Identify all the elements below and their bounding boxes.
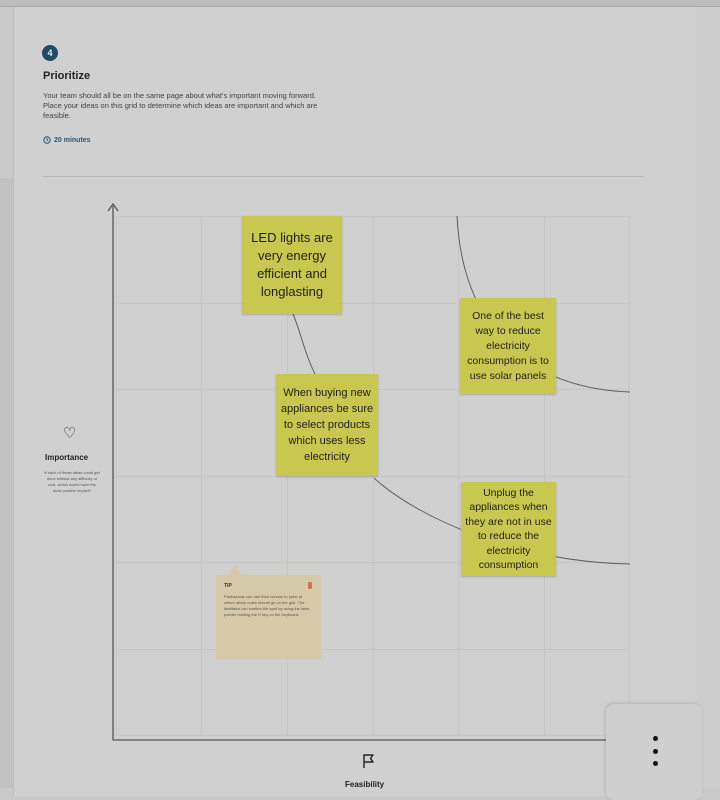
timer-label: 20 minutes (54, 136, 91, 144)
tip-pointer (229, 564, 241, 575)
sticky-note-new-appliances[interactable]: When buying new appliances be sure to se… (276, 374, 378, 476)
left-strip (0, 178, 13, 788)
tip-card: TIP Participants can use their cursors t… (216, 575, 321, 659)
step-number-badge: 4 (42, 45, 58, 61)
heart-icon: ♡ (63, 425, 77, 442)
tip-title: TIP (224, 583, 232, 589)
importance-description: If each of these ideas could get done wi… (44, 470, 100, 493)
sticky-note-text: When buying new appliances be sure to se… (280, 387, 374, 463)
menu-dot (652, 761, 658, 766)
menu-dot (652, 748, 658, 754)
sticky-note-text: Unplug the appliances when they are not … (465, 486, 552, 572)
importance-label: Importance (45, 453, 89, 462)
menu-dot (652, 736, 658, 741)
more-vertical-icon[interactable] (646, 736, 664, 766)
top-bar (0, 0, 720, 7)
grid-line (116, 735, 630, 736)
sticky-note-solar-panels[interactable]: One of the best way to reduce electricit… (460, 298, 556, 394)
sticky-note-led-lights[interactable]: LED lights are very energy efficient and… (242, 216, 342, 314)
sticky-note-text: One of the best way to reduce electricit… (467, 309, 549, 382)
section-divider (43, 176, 644, 177)
grid-line (116, 476, 630, 477)
tip-flag-icon (308, 582, 312, 589)
sticky-note-unplug-appliances[interactable]: Unplug the appliances when they are not … (461, 482, 556, 576)
right-gutter (697, 7, 720, 788)
tip-body: Participants can use their cursors to po… (224, 594, 310, 617)
flag-icon (362, 753, 376, 772)
sticky-note-text: LED lights are very energy efficient and… (251, 230, 333, 299)
clock-icon (43, 136, 51, 144)
prioritization-grid[interactable] (116, 216, 630, 736)
grid-line (116, 216, 630, 217)
activity-title: Prioritize (43, 70, 91, 82)
grid-line (116, 649, 630, 650)
timer: 20 minutes (43, 136, 91, 144)
feasibility-label: Feasibility (345, 780, 385, 789)
activity-description: Your team should all be on the same page… (43, 91, 318, 120)
